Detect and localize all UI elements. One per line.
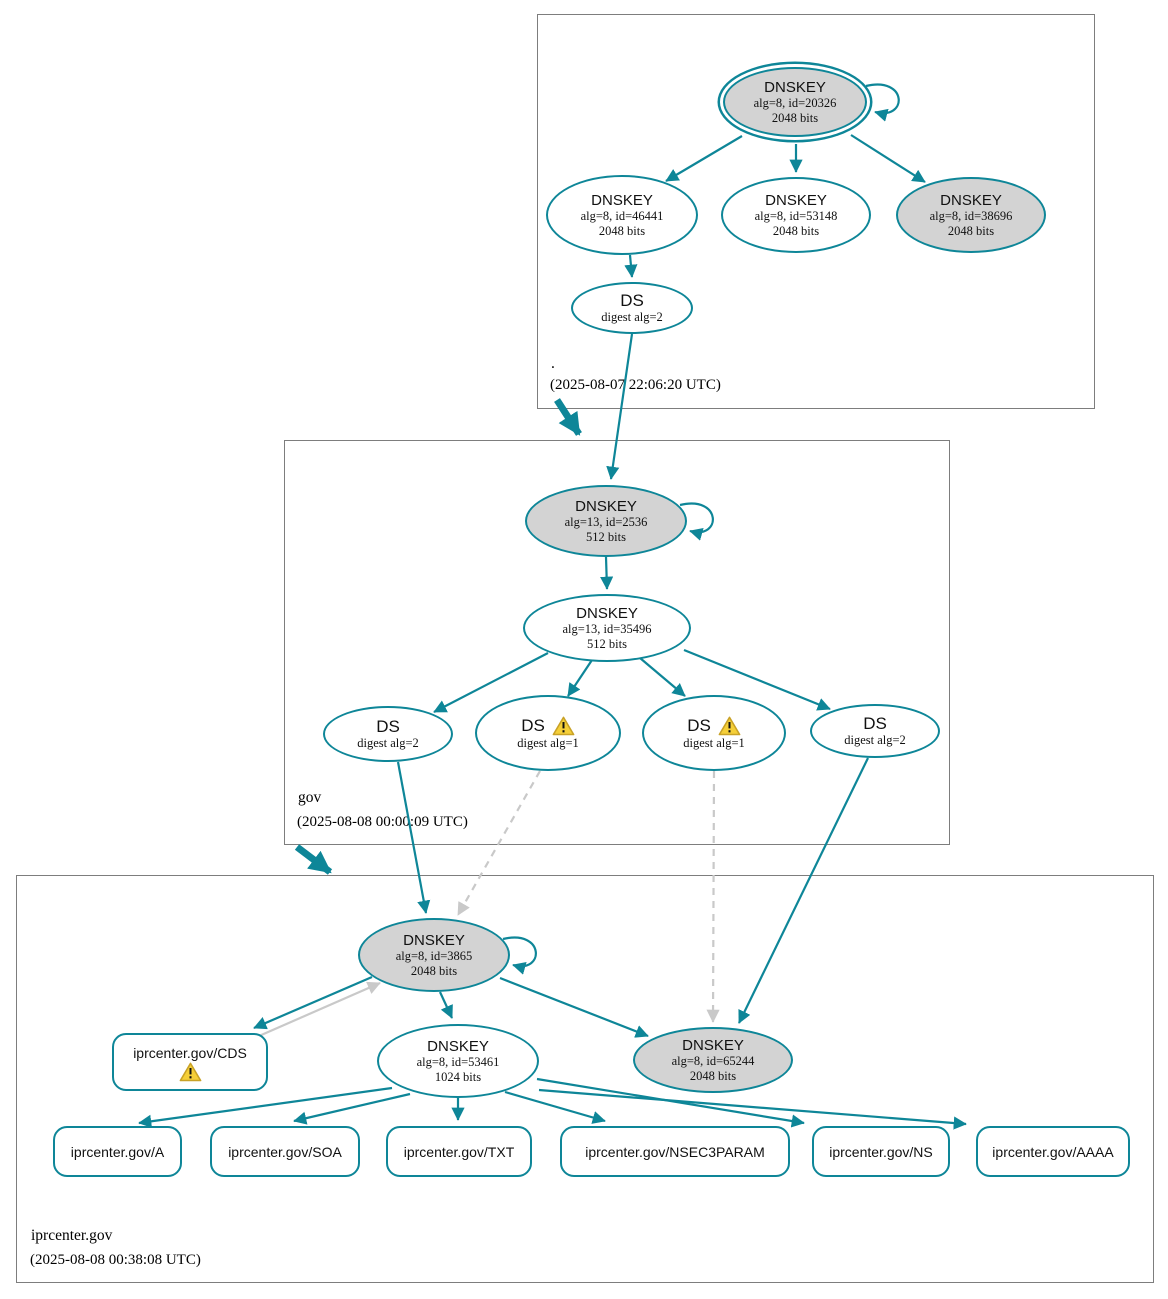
- zone-timestamp-iprcenter: (2025-08-08 00:38:08 UTC): [30, 1252, 201, 1268]
- warning-icon: [179, 1062, 201, 1082]
- ds-root[interactable]: DS digest alg=2: [571, 282, 693, 334]
- ds-gov-4[interactable]: DS digest alg=2: [810, 704, 940, 758]
- ds-gov-1[interactable]: DS digest alg=2: [323, 706, 453, 762]
- dnskey-root-20326[interactable]: DNSKEY alg=8, id=20326 2048 bits: [723, 67, 867, 137]
- rrset-iprcenter-nsec3param[interactable]: iprcenter.gov/NSEC3PARAM: [560, 1126, 790, 1177]
- ds-gov-3[interactable]: DS digest alg=1: [642, 695, 786, 771]
- zone-label-gov: gov: [298, 789, 322, 806]
- rrset-iprcenter-a[interactable]: iprcenter.gov/A: [53, 1126, 182, 1177]
- warning-icon: [718, 716, 741, 735]
- zone-timestamp-root: (2025-08-07 22:06:20 UTC): [550, 377, 721, 393]
- dnskey-root-46441[interactable]: DNSKEY alg=8, id=46441 2048 bits: [546, 175, 698, 255]
- edge-delegation-gov-to-iprcenter: [294, 844, 333, 875]
- dnskey-iprcenter-65244[interactable]: DNSKEY alg=8, id=65244 2048 bits: [633, 1027, 793, 1093]
- dnskey-gov-35496[interactable]: DNSKEY alg=13, id=35496 512 bits: [523, 594, 691, 662]
- zone-label-iprcenter: iprcenter.gov: [31, 1227, 113, 1244]
- rrset-iprcenter-aaaa[interactable]: iprcenter.gov/AAAA: [976, 1126, 1130, 1177]
- dnskey-iprcenter-3865[interactable]: DNSKEY alg=8, id=3865 2048 bits: [358, 918, 510, 992]
- rrset-iprcenter-ns[interactable]: iprcenter.gov/NS: [812, 1126, 950, 1177]
- dnskey-root-38696[interactable]: DNSKEY alg=8, id=38696 2048 bits: [896, 177, 1046, 253]
- rrset-iprcenter-txt[interactable]: iprcenter.gov/TXT: [386, 1126, 532, 1177]
- warning-icon: [552, 716, 575, 735]
- rrset-iprcenter-soa[interactable]: iprcenter.gov/SOA: [210, 1126, 360, 1177]
- dnskey-gov-2536[interactable]: DNSKEY alg=13, id=2536 512 bits: [525, 485, 687, 557]
- zone-timestamp-gov: (2025-08-08 00:00:09 UTC): [297, 814, 468, 830]
- dnskey-iprcenter-53461[interactable]: DNSKEY alg=8, id=53461 1024 bits: [377, 1024, 539, 1098]
- ds-gov-2[interactable]: DS digest alg=1: [475, 695, 621, 771]
- zone-label-root: .: [551, 355, 555, 372]
- dnskey-root-53148[interactable]: DNSKEY alg=8, id=53148 2048 bits: [721, 177, 871, 253]
- rrset-iprcenter-cds[interactable]: iprcenter.gov/CDS: [112, 1033, 268, 1091]
